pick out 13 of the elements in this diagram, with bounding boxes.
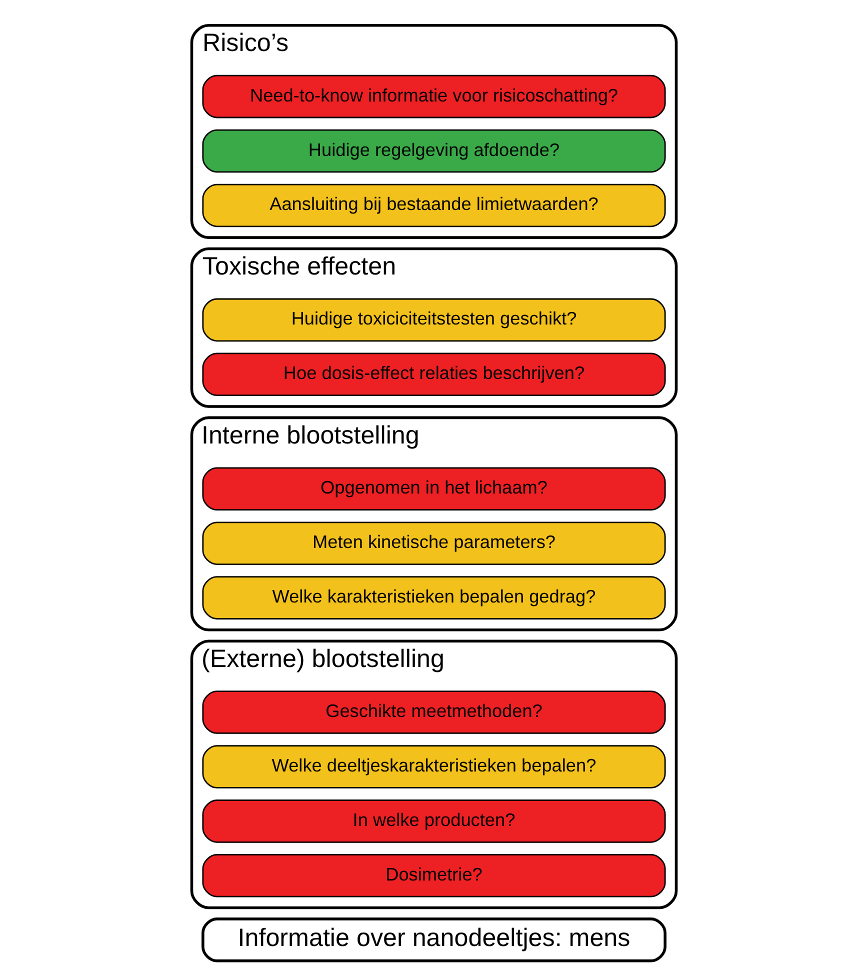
node-box: Informatie over nanodeeltjes: mens <box>202 918 666 962</box>
node-box: Aansluiting bij bestaande limietwaarden? <box>202 184 666 228</box>
node-box: Welke karakteristieken bepalen gedrag? <box>202 576 666 620</box>
node-box: In welke producten? <box>202 800 666 843</box>
node-box: Geschikte meetmethoden? <box>202 690 666 734</box>
node-box: Opgenomen in het lichaam? <box>202 467 666 511</box>
node-box: Hoe dosis-effect relaties beschrijven? <box>202 352 666 396</box>
node-box: Huidige toxiciciteitstesten geschikt? <box>202 298 666 342</box>
node-box: Need-to-know informatie voor risicoschatting? <box>202 74 666 118</box>
node-box: Huidige regelgeving afdoende? <box>202 129 666 173</box>
node-box: Dosimetrie? <box>202 854 666 898</box>
node-box: Welke deeltjeskarakteristieken bepalen? <box>202 745 666 788</box>
node-box: Meten kinetische parameters? <box>202 522 666 565</box>
